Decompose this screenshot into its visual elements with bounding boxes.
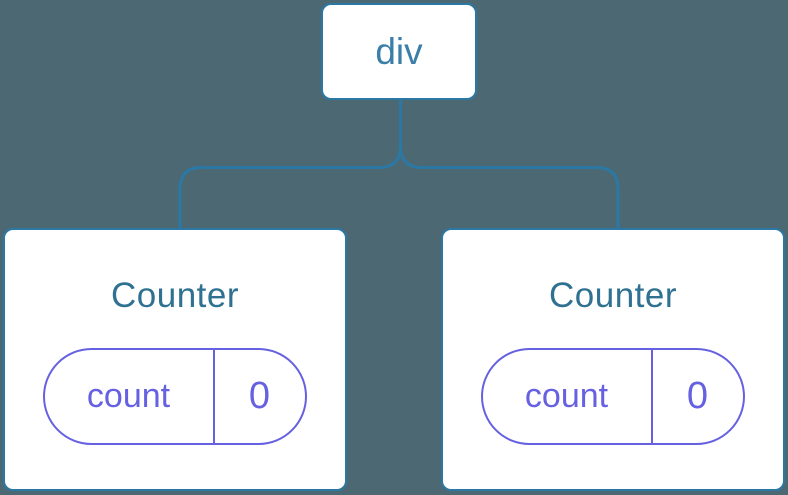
connector-right-branch [399,99,620,229]
state-value: 0 [686,374,709,417]
tree-node-div: div [321,3,477,100]
tree-node-counter-1: Counter count 0 [3,228,347,491]
counter-title: Counter [548,276,678,315]
connector-left-branch [178,99,402,229]
counter-title: Counter [110,276,240,315]
root-node-label: div [375,30,423,72]
state-value: 0 [248,374,271,417]
state-pill: count 0 [480,347,745,445]
state-key-label: count [483,349,653,443]
tree-node-counter-2: Counter count 0 [441,228,785,491]
state-pill: count 0 [42,347,307,445]
state-key-label: count [45,349,215,443]
